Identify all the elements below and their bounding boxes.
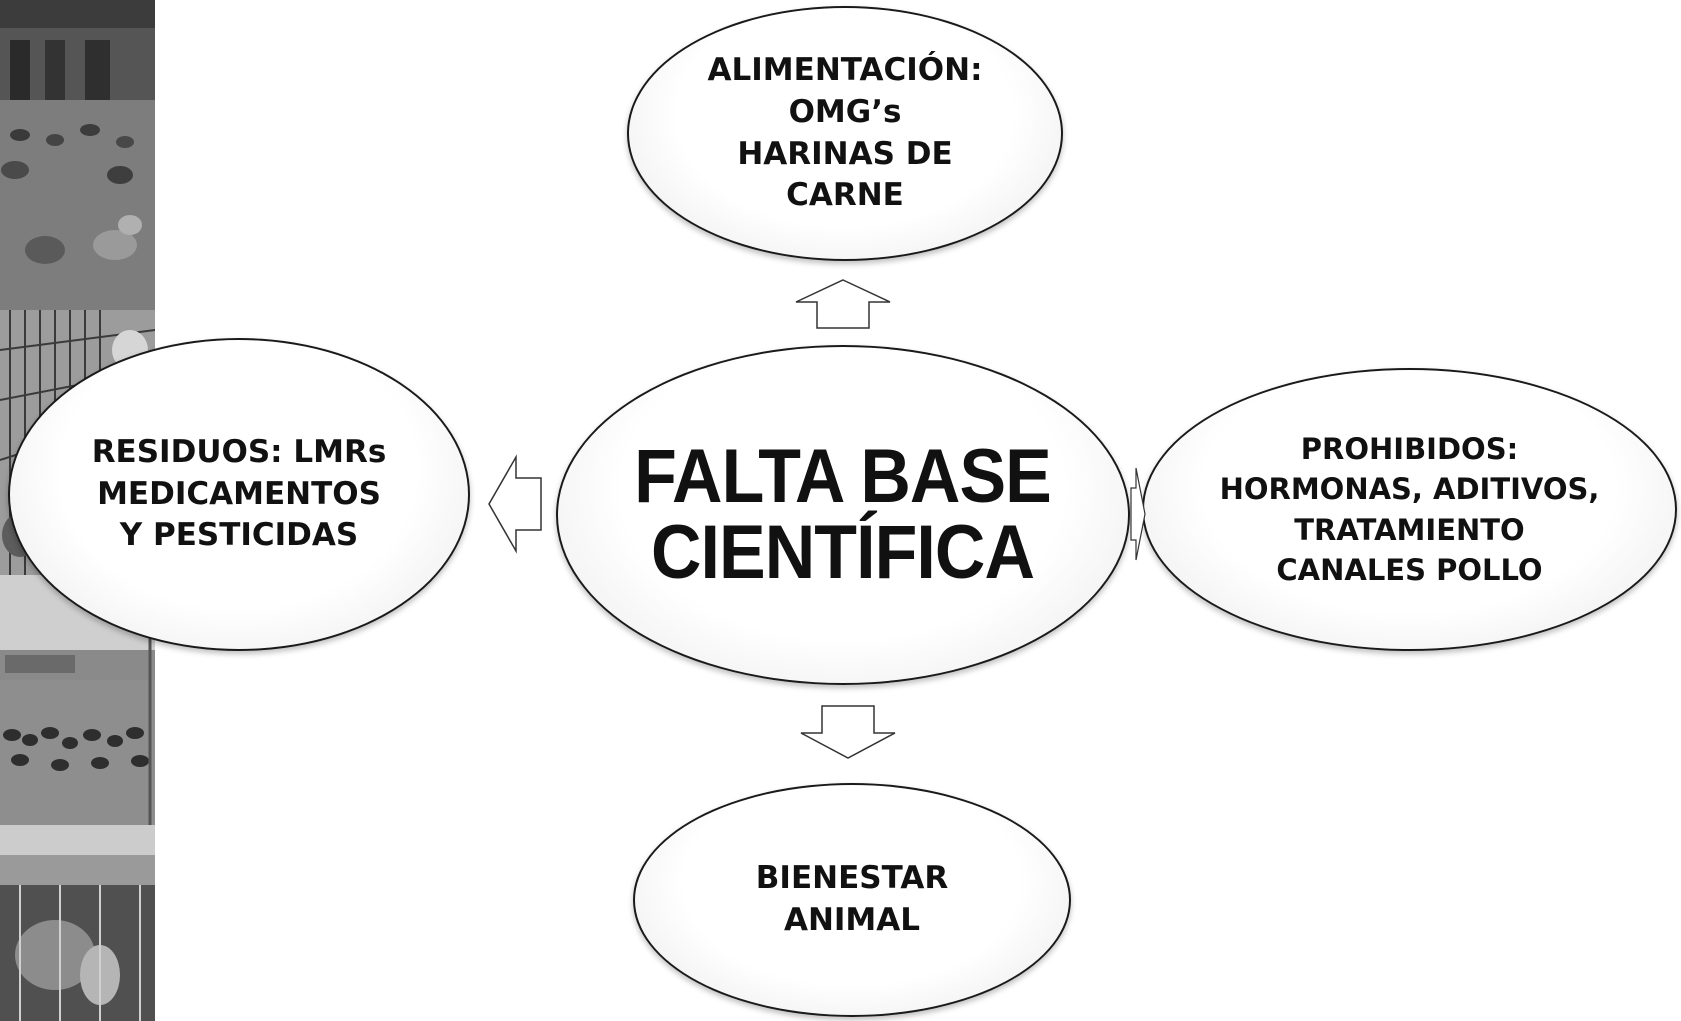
- arrow-right: [1130, 466, 1146, 562]
- node-alimentacion: ALIMENTACIÓN: OMG’s HARINAS DE CARNE: [627, 6, 1063, 261]
- node-bienestar-text: BIENESTAR ANIMAL: [755, 860, 949, 938]
- node-residuos-text: RESIDUOS: LMRs MEDICAMENTOS Y PESTICIDAS: [91, 433, 387, 554]
- arrow-left: [488, 454, 542, 554]
- node-residuos: RESIDUOS: LMRs MEDICAMENTOS Y PESTICIDAS: [8, 338, 470, 651]
- node-prohibidos: PROHIBIDOS: HORMONAS, ADITIVOS, TRATAMIE…: [1142, 368, 1677, 651]
- photo-chickens-barn: [0, 0, 155, 310]
- arrow-up: [795, 279, 891, 329]
- node-prohibidos-text: PROHIBIDOS: HORMONAS, ADITIVOS, TRATAMIE…: [1219, 432, 1600, 587]
- node-center-text: FALTA BASE CIENTÍFICA: [634, 434, 1053, 595]
- arrow-down: [800, 705, 896, 759]
- node-alimentacion-text: ALIMENTACIÓN: OMG’s HARINAS DE CARNE: [707, 51, 983, 214]
- photo-chickens-cage-closeup: [0, 825, 155, 1021]
- node-falta-base-cientifica: FALTA BASE CIENTÍFICA: [556, 345, 1130, 685]
- node-bienestar-animal: BIENESTAR ANIMAL: [633, 783, 1071, 1017]
- photo-chickens-field: [0, 575, 155, 825]
